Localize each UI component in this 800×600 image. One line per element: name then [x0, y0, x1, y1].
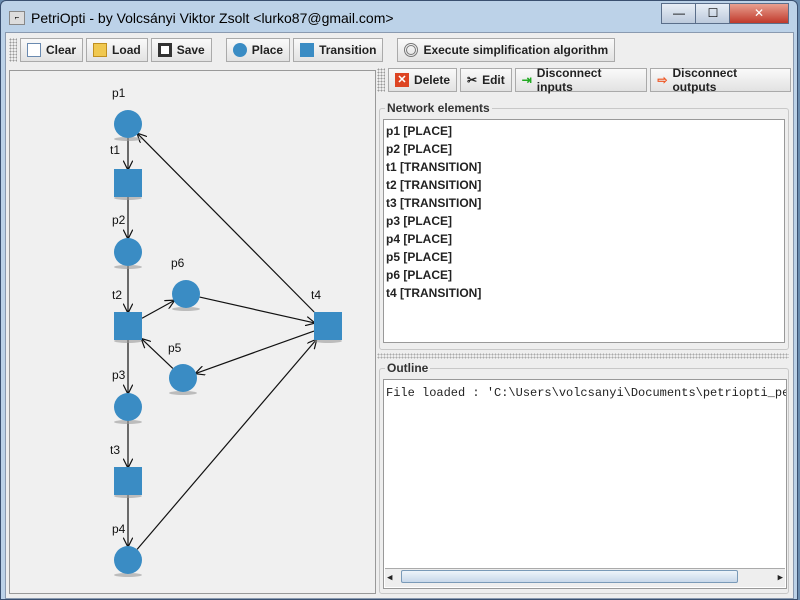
scroll-right-icon[interactable]: ▶ [777, 573, 783, 583]
outline-text: File loaded : 'C:\Users\volcsanyi\Docume… [386, 386, 787, 400]
clear-button[interactable]: Clear [20, 38, 84, 62]
load-label: Load [112, 43, 141, 57]
close-button[interactable]: ✕ [729, 3, 789, 24]
place-button[interactable]: Place [225, 38, 291, 62]
save-button[interactable]: Save [150, 38, 212, 62]
disconnect-inputs-label: Disconnect inputs [536, 66, 602, 94]
node-label: p5 [168, 341, 182, 355]
arc-t4-p1[interactable] [138, 134, 315, 313]
network-element-item[interactable]: t4 [TRANSITION] [386, 286, 482, 300]
network-element-item[interactable]: p5 [PLACE] [386, 250, 452, 264]
main-toolbar: Clear Load Save Place Transition Execute… [9, 38, 616, 62]
arc-t4-p5[interactable] [196, 330, 315, 373]
network-element-item[interactable]: t1 [TRANSITION] [386, 160, 482, 174]
new-file-icon [27, 43, 41, 57]
transition-label: Transition [319, 43, 377, 57]
arc-p6-t4[interactable] [199, 296, 314, 323]
main-content: Clear Load Save Place Transition Execute… [5, 32, 794, 599]
execute-simplification-button[interactable]: Execute simplification algorithm [397, 38, 616, 62]
network-element-item[interactable]: t2 [TRANSITION] [386, 178, 482, 192]
save-label: Save [176, 43, 205, 57]
arc-p5-t2[interactable] [142, 339, 174, 369]
place-p6[interactable] [172, 280, 200, 308]
petri-net-canvas[interactable]: p1 t1 p2 t2 p6 p5 t4 p3 t3 p4 [9, 70, 376, 594]
place-p1[interactable] [114, 110, 142, 138]
right-panel: ✕ Delete ✂ Edit ⇥ Disconnect inputs ⇨ Discon… [377, 66, 791, 594]
node-label: p1 [112, 86, 126, 100]
node-label: p2 [112, 213, 126, 227]
disconnect-outputs-label: Disconnect outputs [672, 66, 738, 94]
network-element-item[interactable]: p2 [PLACE] [386, 142, 452, 156]
edit-button[interactable]: ✂ Edit [460, 68, 512, 92]
outline-title: Outline [385, 361, 431, 375]
network-element-item[interactable]: t3 [TRANSITION] [386, 196, 482, 210]
network-element-item[interactable]: p6 [PLACE] [386, 268, 452, 282]
node-shadow [114, 420, 142, 424]
disconnect-outputs-icon: ⇨ [657, 73, 668, 87]
network-element-item[interactable]: p4 [PLACE] [386, 232, 452, 246]
place-label: Place [251, 43, 284, 57]
node-label: t3 [110, 443, 120, 457]
transition-t1[interactable] [114, 169, 142, 197]
tools-icon: ✂ [467, 73, 478, 87]
horizontal-scrollbar[interactable]: ◀ ▶ [385, 568, 785, 587]
toolbar-grip[interactable] [9, 38, 17, 62]
scrollbar-thumb[interactable] [401, 570, 738, 583]
outline-panel: Outline File loaded : 'C:\Users\volcsany… [379, 361, 789, 594]
folder-icon [93, 43, 108, 57]
arc-p4-t4[interactable] [136, 340, 316, 550]
transition-button[interactable]: Transition [293, 38, 384, 62]
delete-x-icon: ✕ [394, 73, 409, 87]
network-elements-panel: Network elements p1 [PLACE] p2 [PLACE] t1 … [379, 101, 789, 350]
arc-t2-p6[interactable] [141, 301, 174, 319]
node-label: t2 [112, 288, 122, 302]
node-label: p4 [112, 522, 126, 536]
network-element-item[interactable]: p3 [PLACE] [386, 214, 452, 228]
node-label: t4 [311, 288, 321, 302]
node-label: p6 [171, 256, 185, 270]
outline-log[interactable]: File loaded : 'C:\Users\volcsanyi\Docume… [383, 379, 787, 589]
load-button[interactable]: Load [86, 38, 148, 62]
node-shadow [114, 137, 142, 141]
disconnect-inputs-button[interactable]: ⇥ Disconnect inputs [514, 66, 648, 94]
clear-label: Clear [46, 43, 77, 57]
floppy-icon [157, 43, 172, 57]
place-p5[interactable] [169, 364, 197, 392]
square-icon [300, 43, 315, 57]
node-shadow [114, 573, 142, 577]
node-label: p3 [112, 368, 126, 382]
gear-icon [404, 43, 419, 57]
maximize-button[interactable]: ☐ [695, 3, 731, 24]
network-element-item[interactable]: p1 [PLACE] [386, 124, 452, 138]
element-toolbar: ✕ Delete ✂ Edit ⇥ Disconnect inputs ⇨ Discon… [377, 66, 791, 94]
node-shadow [169, 391, 197, 395]
app-icon: ⌐ [9, 11, 25, 25]
transition-t2[interactable] [114, 312, 142, 340]
delete-button[interactable]: ✕ Delete [387, 68, 457, 92]
delete-label: Delete [413, 73, 450, 87]
petri-net-graph[interactable]: p1 t1 p2 t2 p6 p5 t4 p3 t3 p4 [10, 71, 375, 593]
disconnect-outputs-button[interactable]: ⇨ Disconnect outputs [650, 66, 791, 94]
scroll-left-icon[interactable]: ◀ [387, 573, 393, 583]
node-shadow [114, 265, 142, 269]
transition-t3[interactable] [114, 467, 142, 495]
network-elements-title: Network elements [385, 101, 492, 115]
split-divider[interactable] [377, 353, 789, 359]
execute-label: Execute simplification algorithm [423, 43, 609, 57]
node-label: t1 [110, 143, 120, 157]
disconnect-inputs-icon: ⇥ [521, 73, 532, 87]
minimize-button[interactable]: — [661, 3, 697, 24]
transition-t4[interactable] [314, 312, 342, 340]
network-elements-list[interactable]: p1 [PLACE] p2 [PLACE] t1 [TRANSITION] t2 [T… [383, 119, 785, 343]
edit-label: Edit [482, 73, 505, 87]
place-p2[interactable] [114, 238, 142, 266]
place-p3[interactable] [114, 393, 142, 421]
window-title-text: PetriOpti - by Volcsányi Viktor Zsolt <l… [31, 10, 394, 26]
window-title: PetriOpti - by Volcsányi Viktor Zsolt <l… [9, 10, 394, 26]
circle-icon [232, 43, 247, 57]
toolbar-grip[interactable] [377, 68, 385, 92]
place-p4[interactable] [114, 546, 142, 574]
node-shadow [172, 307, 200, 311]
